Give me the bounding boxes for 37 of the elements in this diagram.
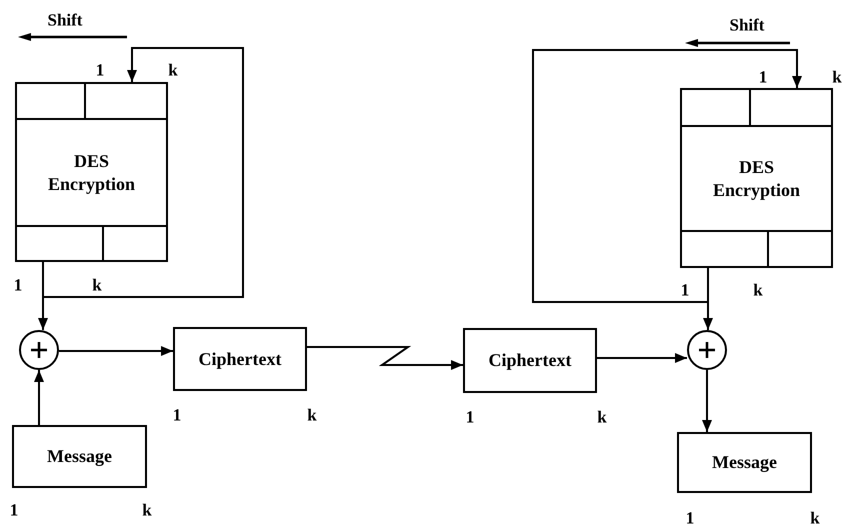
shift-label: Shift	[48, 12, 82, 28]
bit-index-label: 1	[96, 62, 104, 78]
process-box	[12, 425, 147, 488]
arrow	[307, 346, 463, 370]
bit-index-label: 1	[172, 406, 182, 424]
bit-index-label: k	[832, 68, 842, 86]
node-label: Message	[47, 445, 112, 468]
bit-index-label: 1	[14, 276, 22, 294]
shift-label: Shift	[730, 16, 764, 34]
process-box	[677, 432, 812, 493]
bit-index-label: k	[92, 276, 102, 294]
process-box	[173, 327, 307, 391]
arrow	[42, 47, 244, 298]
node-label: DES Encryption	[46, 150, 136, 195]
bit-index-label: 1	[10, 502, 18, 518]
des-block	[15, 82, 168, 262]
bit-index-label: k	[597, 408, 607, 426]
bit-index-label: k	[168, 62, 178, 78]
bit-index-label: 1	[758, 68, 768, 86]
bit-index-label: 1	[680, 282, 690, 298]
bit-index-label: k	[307, 406, 317, 424]
bit-index-label: 1	[466, 408, 474, 426]
des-block	[680, 88, 833, 268]
process-box	[463, 328, 597, 393]
node-label: Message	[712, 451, 777, 474]
arrow	[59, 346, 173, 356]
node-label: Ciphertext	[198, 348, 282, 370]
bit-index-label: k	[810, 510, 820, 526]
bit-index-label: k	[753, 282, 763, 298]
arrow	[597, 353, 687, 363]
bit-index-label: 1	[686, 510, 694, 526]
node-label: DES Encryption	[712, 156, 801, 201]
arrow	[702, 370, 712, 432]
node-label: Ciphertext	[488, 349, 572, 372]
bit-index-label: k	[142, 502, 152, 518]
arrow	[532, 49, 802, 303]
arrow	[34, 370, 44, 425]
